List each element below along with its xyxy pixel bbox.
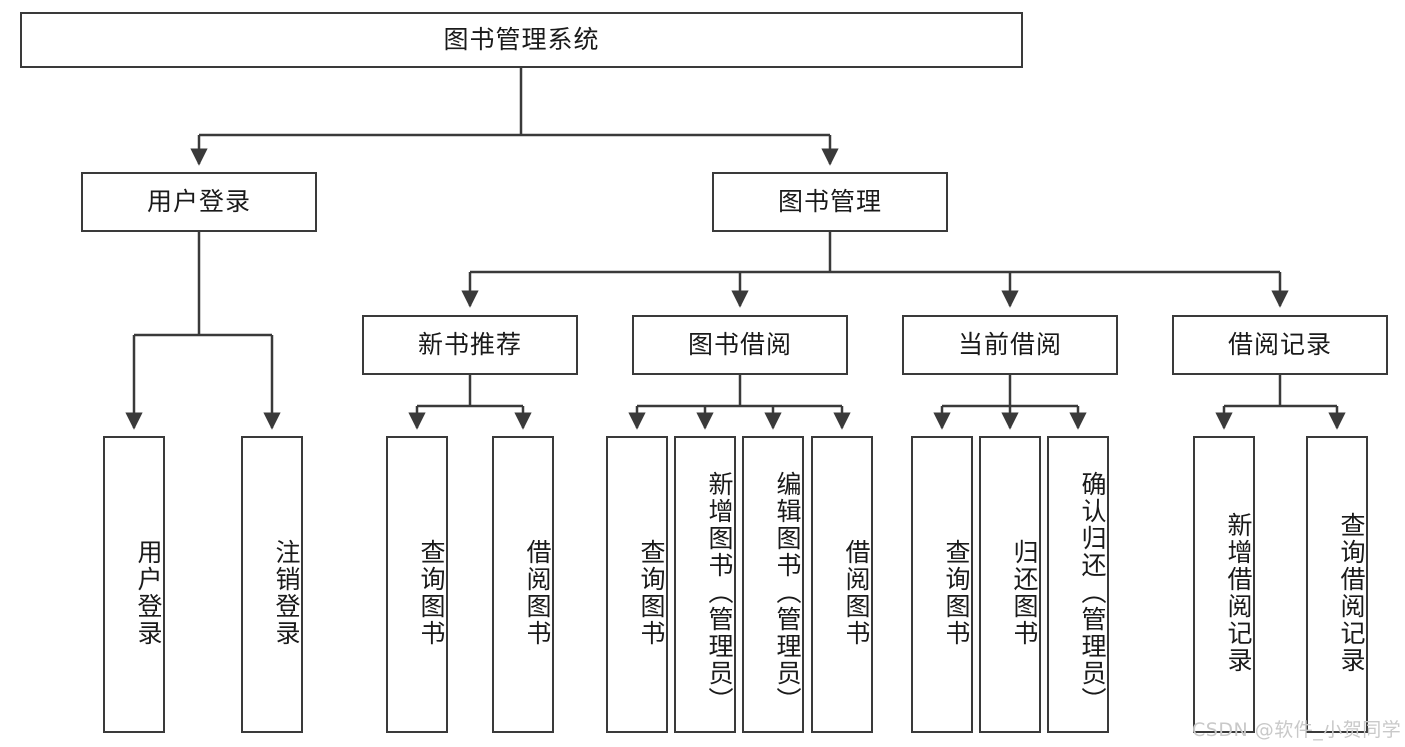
node-label: 归还图书 [1010,538,1039,647]
node-label: 新增图书（管理员） [705,471,734,714]
node-label: 查询图书 [637,538,666,647]
node-label: 查询图书 [417,538,446,647]
node-leaf-query-record[interactable]: 查询借阅记录 [1306,436,1368,733]
node-label: 确认归还（管理员） [1078,471,1107,714]
node-current-borrow[interactable]: 当前借阅 [902,315,1118,375]
node-label: 借阅记录 [1227,330,1332,360]
node-leaf-add-record[interactable]: 新增借阅记录 [1193,436,1255,733]
node-leaf-edit-book[interactable]: 编辑图书（管理员） [742,436,804,733]
node-borrow-record[interactable]: 借阅记录 [1172,315,1388,375]
node-label: 用户登录 [134,538,163,647]
node-label: 图书管理系统 [443,25,600,55]
node-label: 新增借阅记录 [1224,511,1253,674]
node-leaf-user-login[interactable]: 用户登录 [103,436,165,733]
csdn-watermark: CSDN @软件_小贺同学 [1192,719,1402,741]
node-user-login[interactable]: 用户登录 [81,172,317,232]
node-book-manage[interactable]: 图书管理 [712,172,948,232]
node-root-system[interactable]: 图书管理系统 [20,12,1023,68]
node-leaf-logout[interactable]: 注销登录 [241,436,303,733]
node-label: 当前借阅 [957,330,1062,360]
node-label: 查询借阅记录 [1337,511,1366,674]
node-label: 编辑图书（管理员） [773,471,802,714]
node-leaf-confirm-return[interactable]: 确认归还（管理员） [1047,436,1109,733]
node-label: 图书管理 [777,187,882,217]
node-leaf-query-book-3[interactable]: 查询图书 [911,436,973,733]
node-leaf-query-book-1[interactable]: 查询图书 [386,436,448,733]
node-leaf-return-book[interactable]: 归还图书 [979,436,1041,733]
node-book-borrow[interactable]: 图书借阅 [632,315,848,375]
node-label: 新书推荐 [417,330,522,360]
node-label: 借阅图书 [523,538,552,647]
node-leaf-borrow-book-1[interactable]: 借阅图书 [492,436,554,733]
node-label: 查询图书 [942,538,971,647]
node-label: 注销登录 [272,538,301,647]
node-leaf-query-book-2[interactable]: 查询图书 [606,436,668,733]
node-leaf-borrow-book-2[interactable]: 借阅图书 [811,436,873,733]
node-new-book-rec[interactable]: 新书推荐 [362,315,578,375]
node-leaf-add-book[interactable]: 新增图书（管理员） [674,436,736,733]
node-label: 图书借阅 [687,330,792,360]
node-label: 借阅图书 [842,538,871,647]
node-label: 用户登录 [146,187,251,217]
